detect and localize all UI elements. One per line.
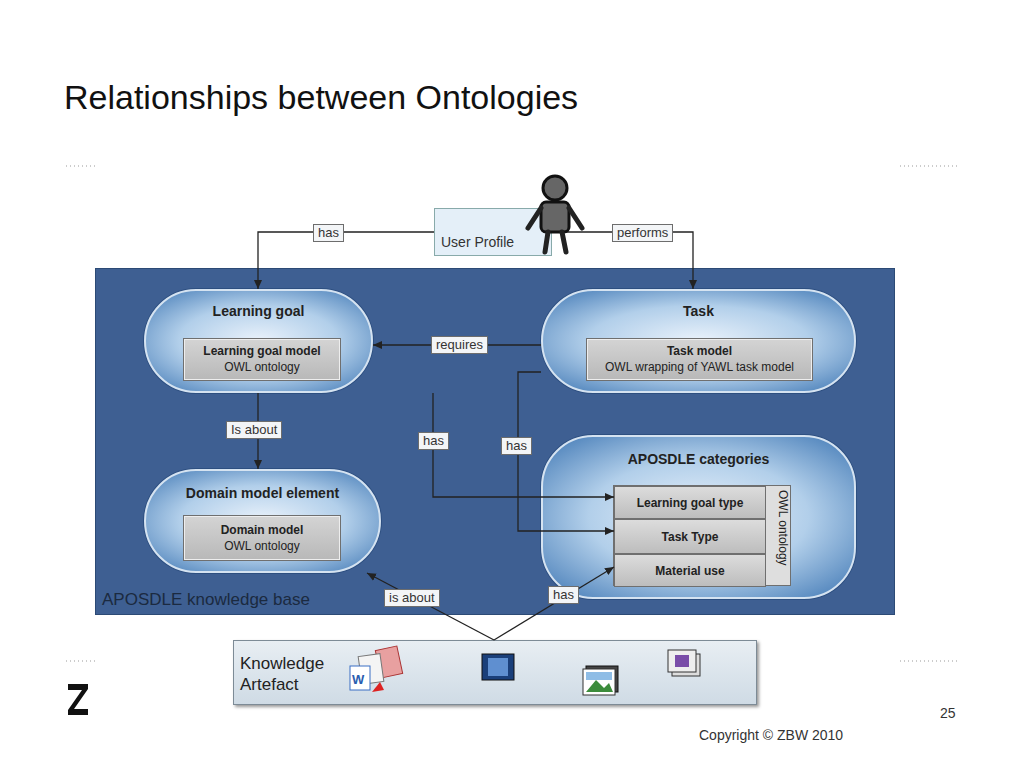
node-heading: Domain model element [146, 485, 379, 501]
rounded-container: TaskTask modelOWL wrapping of YAWL task … [541, 289, 856, 393]
node-heading: Task model [587, 344, 812, 358]
model-box: Domain modelOWL ontology [183, 515, 341, 561]
relation-label: has [418, 432, 449, 450]
node-heading: Learning goal type [615, 496, 765, 510]
node-body: OWL ontology [184, 539, 340, 553]
model-box: OWL ontologyLearning goal typeTask TypeM… [613, 485, 791, 586]
rounded-container: APOSDLE categoriesOWL ontologyLearning g… [541, 435, 856, 599]
knowledge-base-band: APOSDLE knowledge baseLearning goalLearn… [95, 268, 895, 615]
model-box: Learning goal modelOWL ontology [183, 338, 341, 381]
node-body: OWL ontology [184, 360, 340, 374]
node-heading: Task [543, 303, 854, 319]
relation-label: is about [384, 589, 440, 607]
relation-label: has [501, 437, 532, 455]
node-heading: Material use [615, 564, 765, 578]
slide-title: Relationships between Ontologies [64, 78, 578, 117]
model-box: User Profile [434, 208, 552, 256]
node-heading: Knowledge Artefact [240, 653, 320, 695]
relation-label: performs [612, 224, 673, 242]
node-heading: OWL ontology [768, 490, 790, 582]
node-heading: Task Type [615, 530, 765, 544]
relation-label: requires [431, 336, 488, 354]
model-box: Knowledge Artefact [233, 640, 757, 705]
copyright-note: Copyright © ZBW 2010 [699, 727, 843, 743]
node-body: OWL wrapping of YAWL task model [587, 360, 812, 374]
category-cell: Material use [614, 554, 766, 587]
node-heading: Learning goal [146, 303, 371, 319]
model-box: Task modelOWL wrapping of YAWL task mode… [586, 338, 813, 381]
relation-label: has [548, 586, 579, 604]
rounded-container: Domain model elementDomain modelOWL onto… [144, 469, 381, 573]
rounded-container: Learning goalLearning goal modelOWL onto… [144, 289, 373, 393]
zbw-logo [68, 684, 88, 715]
dotted-rule [66, 166, 958, 661]
node-heading: Domain model [184, 523, 340, 537]
category-cell: Learning goal type [614, 486, 766, 519]
node-heading: User Profile [441, 234, 514, 250]
node-heading: APOSDLE knowledge base [102, 590, 310, 610]
relation-label: Is about [226, 421, 282, 439]
category-cell: Task Type [614, 519, 766, 554]
node-heading: APOSDLE categories [543, 451, 854, 467]
page-number: 25 [940, 705, 956, 721]
relation-label: has [313, 224, 344, 242]
node-heading: Learning goal model [184, 344, 340, 358]
